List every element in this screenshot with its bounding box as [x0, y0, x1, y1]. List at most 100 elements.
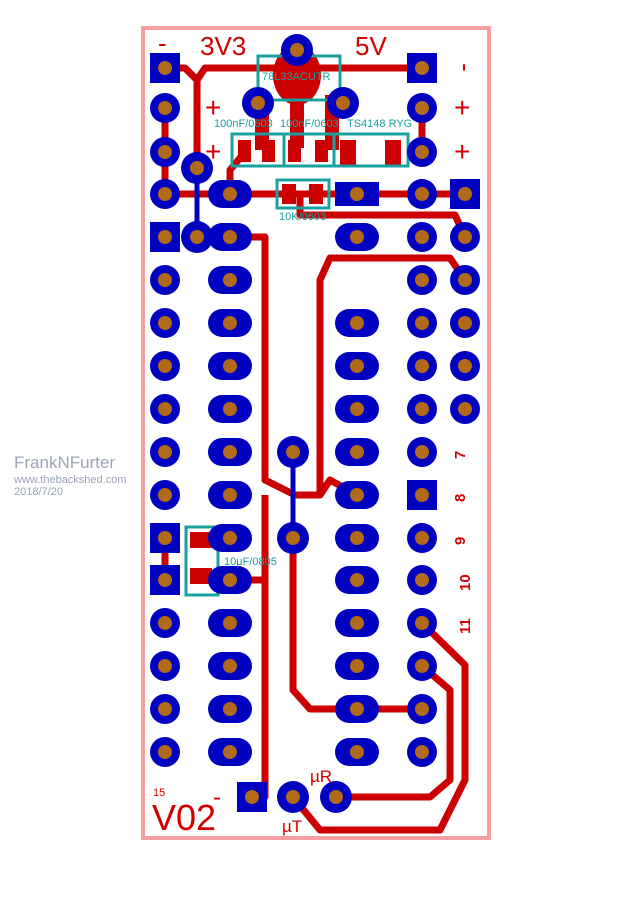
drill-hole	[415, 488, 429, 502]
pad-oval	[208, 266, 252, 294]
label-uR: µR	[310, 767, 332, 786]
pad-round	[150, 308, 180, 338]
label-pin11: 11	[457, 618, 474, 634]
drill-hole	[158, 445, 172, 459]
drill-hole	[158, 488, 172, 502]
pad-oval	[335, 738, 379, 766]
pad-round	[150, 651, 180, 681]
smd-pads	[190, 140, 401, 584]
pad-round	[150, 93, 180, 123]
pad-oval	[208, 695, 252, 723]
drill-hole	[415, 659, 429, 673]
label-diode: TS4148 RYG	[347, 118, 412, 130]
drill-hole	[223, 659, 237, 673]
pad-oval	[208, 652, 252, 680]
pad-oval	[335, 566, 379, 594]
pad-oval	[208, 566, 252, 594]
pad-square	[150, 53, 180, 83]
pad-round	[407, 565, 437, 595]
drill-hole	[158, 145, 172, 159]
pad-round	[150, 137, 180, 167]
label-version-minus: -	[213, 784, 221, 811]
drill-hole	[190, 161, 204, 175]
drill-hole	[158, 616, 172, 630]
drill-hole	[350, 488, 364, 502]
drill-hole	[350, 573, 364, 587]
label-pin7: 7	[452, 451, 469, 459]
label-cap3: 10µF/0805	[224, 556, 277, 568]
pad-square	[407, 53, 437, 83]
label-pin9: 9	[452, 537, 469, 545]
label-plus-right-1: +	[454, 92, 470, 123]
pad-round	[150, 394, 180, 424]
drill-hole	[286, 790, 300, 804]
pad-round	[150, 437, 180, 467]
label-minus-right: -	[451, 63, 481, 72]
pad-via	[277, 781, 309, 813]
label-5v: 5V	[355, 31, 387, 61]
drill-hole	[415, 61, 429, 75]
drill-hole	[415, 187, 429, 201]
pad-oval	[335, 695, 379, 723]
drill-hole	[350, 702, 364, 716]
pad-oval	[208, 395, 252, 423]
label-plus-left-1: +	[205, 92, 221, 123]
drill-hole	[350, 316, 364, 330]
pad-round	[150, 351, 180, 381]
pad-via	[181, 152, 213, 184]
drill-hole	[245, 790, 259, 804]
pad-square	[150, 523, 180, 553]
pad-round	[407, 308, 437, 338]
pad-round	[407, 351, 437, 381]
drill-hole	[415, 359, 429, 373]
drill-hole	[223, 488, 237, 502]
drill-hole	[415, 531, 429, 545]
pad-square	[150, 565, 180, 595]
drill-hole	[415, 445, 429, 459]
drill-hole	[158, 273, 172, 287]
drill-hole	[158, 61, 172, 75]
pad-round	[450, 351, 480, 381]
pad-oval	[335, 524, 379, 552]
label-version-num: 15	[153, 787, 165, 799]
pad-round	[450, 265, 480, 295]
drill-hole	[350, 531, 364, 545]
pad-square	[407, 480, 437, 510]
pad-square	[237, 782, 267, 812]
drill-hole	[223, 531, 237, 545]
pad-round	[450, 308, 480, 338]
drill-hole	[350, 402, 364, 416]
drill-hole	[458, 359, 472, 373]
drill-hole	[350, 230, 364, 244]
drill-hole	[223, 616, 237, 630]
board-outline	[141, 26, 491, 840]
watermark-site: www.thebackshed.com	[14, 474, 127, 486]
pad-oval	[335, 352, 379, 380]
pad-round	[407, 651, 437, 681]
pad-via	[281, 34, 313, 66]
pad-round	[407, 222, 437, 252]
drill-hole	[223, 359, 237, 373]
drill-hole	[223, 702, 237, 716]
drill-hole	[158, 573, 172, 587]
pad-oval	[208, 481, 252, 509]
drill-hole	[415, 702, 429, 716]
drill-hole	[458, 273, 472, 287]
drill-hole	[158, 531, 172, 545]
pad-oval	[335, 609, 379, 637]
pad-via	[320, 781, 352, 813]
pad-round	[407, 523, 437, 553]
pad-round	[450, 222, 480, 252]
pad-oval	[208, 223, 252, 251]
drill-hole	[158, 659, 172, 673]
drill-hole	[223, 445, 237, 459]
pad-round	[150, 737, 180, 767]
pad-oval	[208, 352, 252, 380]
drill-hole	[415, 316, 429, 330]
pad-round	[450, 394, 480, 424]
pad-oval	[335, 223, 379, 251]
drill-hole	[415, 616, 429, 630]
pad-via	[327, 87, 359, 119]
through-hole-pads	[150, 34, 480, 813]
